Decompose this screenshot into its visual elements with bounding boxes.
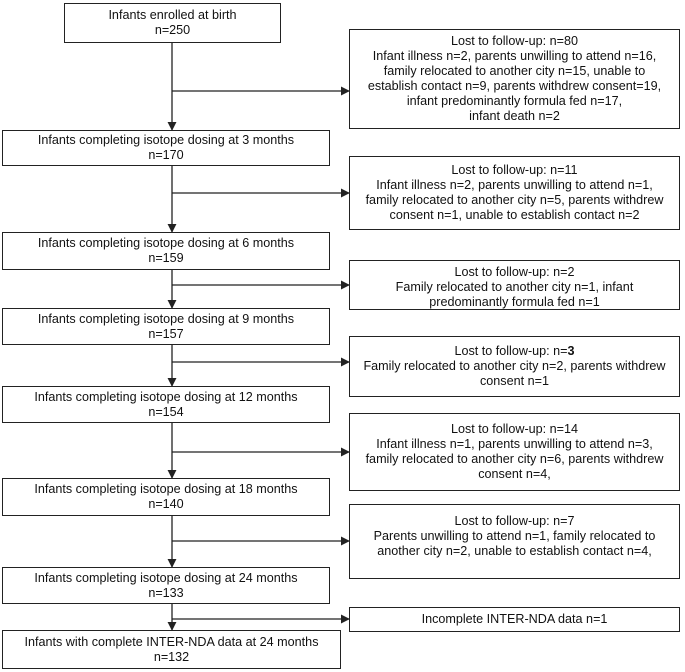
stage-label: Infants with complete INTER-NDA data at … — [24, 634, 319, 649]
exclusion-detail-line: Infant illness n=2, parents unwilling to… — [376, 178, 653, 192]
exclusion-title-prefix: Lost to follow-up: n= — [454, 344, 568, 358]
stage-box-final: Infants with complete INTER-NDA data at … — [2, 630, 341, 669]
stage-label: Infants completing isotope dosing at 3 m… — [37, 133, 295, 147]
stage-label: Infants completing isotope dosing at 12 … — [34, 389, 298, 404]
stage-label: Infants completing isotope dosing at 6 m… — [37, 236, 295, 250]
exclusion-title: Lost to follow-up: n=80 — [450, 34, 579, 48]
stage-count: n=157 — [148, 326, 184, 341]
exclusion-box-4: Lost to follow-up: n=3 Family relocated … — [349, 336, 680, 397]
stage-box-birth: Infants enrolled at birth n=250 — [64, 3, 281, 43]
exclusion-detail-line: consent n=1 — [480, 374, 549, 388]
exclusion-box-7: Incomplete INTER-NDA data n=1 — [349, 607, 680, 632]
stage-box-18-months: Infants completing isotope dosing at 18 … — [2, 478, 330, 516]
exclusion-title: Lost to follow-up: n=11 — [451, 163, 578, 177]
exclusion-title: Lost to follow-up: n=3 — [358, 344, 671, 359]
exclusion-detail-line: another city n=2, unable to establish co… — [377, 544, 652, 558]
exclusion-box-3: Lost to follow-up: n=2 Family relocated … — [349, 260, 680, 310]
exclusion-detail-line: Infant illness n=1, parents unwilling to… — [376, 437, 653, 451]
exclusion-title: Lost to follow-up: n=14 — [450, 422, 579, 436]
stage-count: n=132 — [153, 649, 190, 664]
stage-count: n=133 — [148, 585, 184, 600]
exclusion-detail-line: Infant illness n=2, parents unwilling to… — [372, 49, 657, 63]
exclusion-title-count: 3 — [567, 344, 575, 358]
exclusion-detail-line: Family relocated to another city n=2, pa… — [363, 359, 666, 373]
stage-box-24-months: Infants completing isotope dosing at 24 … — [2, 567, 330, 604]
stage-label: Infants completing isotope dosing at 24 … — [34, 570, 298, 585]
stage-label: Infants enrolled at birth — [108, 8, 237, 22]
exclusion-detail-line: family relocated to another city n=15, u… — [383, 64, 646, 78]
exclusion-box-6: Lost to follow-up: n=7 Parents unwilling… — [349, 504, 680, 579]
stage-label: Infants completing isotope dosing at 18 … — [34, 482, 298, 496]
exclusion-detail-line: establish contact n=9, parents withdrew … — [367, 79, 662, 93]
stage-label: Infants completing isotope dosing at 9 m… — [37, 311, 295, 326]
exclusion-detail-line: infant death n=2 — [469, 109, 560, 123]
exclusion-detail-line: family relocated to another city n=5, pa… — [365, 193, 664, 207]
exclusion-box-1: Lost to follow-up: n=80 Infant illness n… — [349, 29, 680, 129]
stage-count: n=140 — [148, 497, 184, 511]
exclusion-title: Lost to follow-up: n=2 — [454, 265, 575, 279]
exclusion-detail-line: consent n=1, unable to establish contact… — [389, 208, 640, 222]
exclusion-box-2: Lost to follow-up: n=11 Infant illness n… — [349, 156, 680, 230]
exclusion-box-5: Lost to follow-up: n=14 Infant illness n… — [349, 413, 680, 491]
exclusion-detail-line: Parents unwilling to attend n=1, family … — [373, 529, 656, 543]
stage-count: n=159 — [148, 251, 184, 265]
stage-box-6-months: Infants completing isotope dosing at 6 m… — [2, 232, 330, 270]
stage-count: n=154 — [148, 404, 184, 419]
stage-box-12-months: Infants completing isotope dosing at 12 … — [2, 386, 330, 423]
exclusion-detail-line: consent n=4, — [478, 467, 551, 481]
exclusion-detail-line: predominantly formula fed n=1 — [429, 295, 600, 309]
exclusion-title: Lost to follow-up: n=7 — [454, 514, 575, 528]
stage-box-9-months: Infants completing isotope dosing at 9 m… — [2, 308, 330, 345]
exclusion-title: Incomplete INTER-NDA data n=1 — [421, 612, 608, 626]
stage-count: n=170 — [148, 148, 184, 162]
stage-box-3-months: Infants completing isotope dosing at 3 m… — [2, 130, 330, 166]
exclusion-detail-line: Family relocated to another city n=1, in… — [395, 280, 634, 294]
exclusion-detail-line: infant predominantly formula fed n=17, — [406, 94, 623, 108]
stage-count: n=250 — [154, 23, 191, 37]
exclusion-detail-line: family relocated to another city n=6, pa… — [365, 452, 664, 466]
